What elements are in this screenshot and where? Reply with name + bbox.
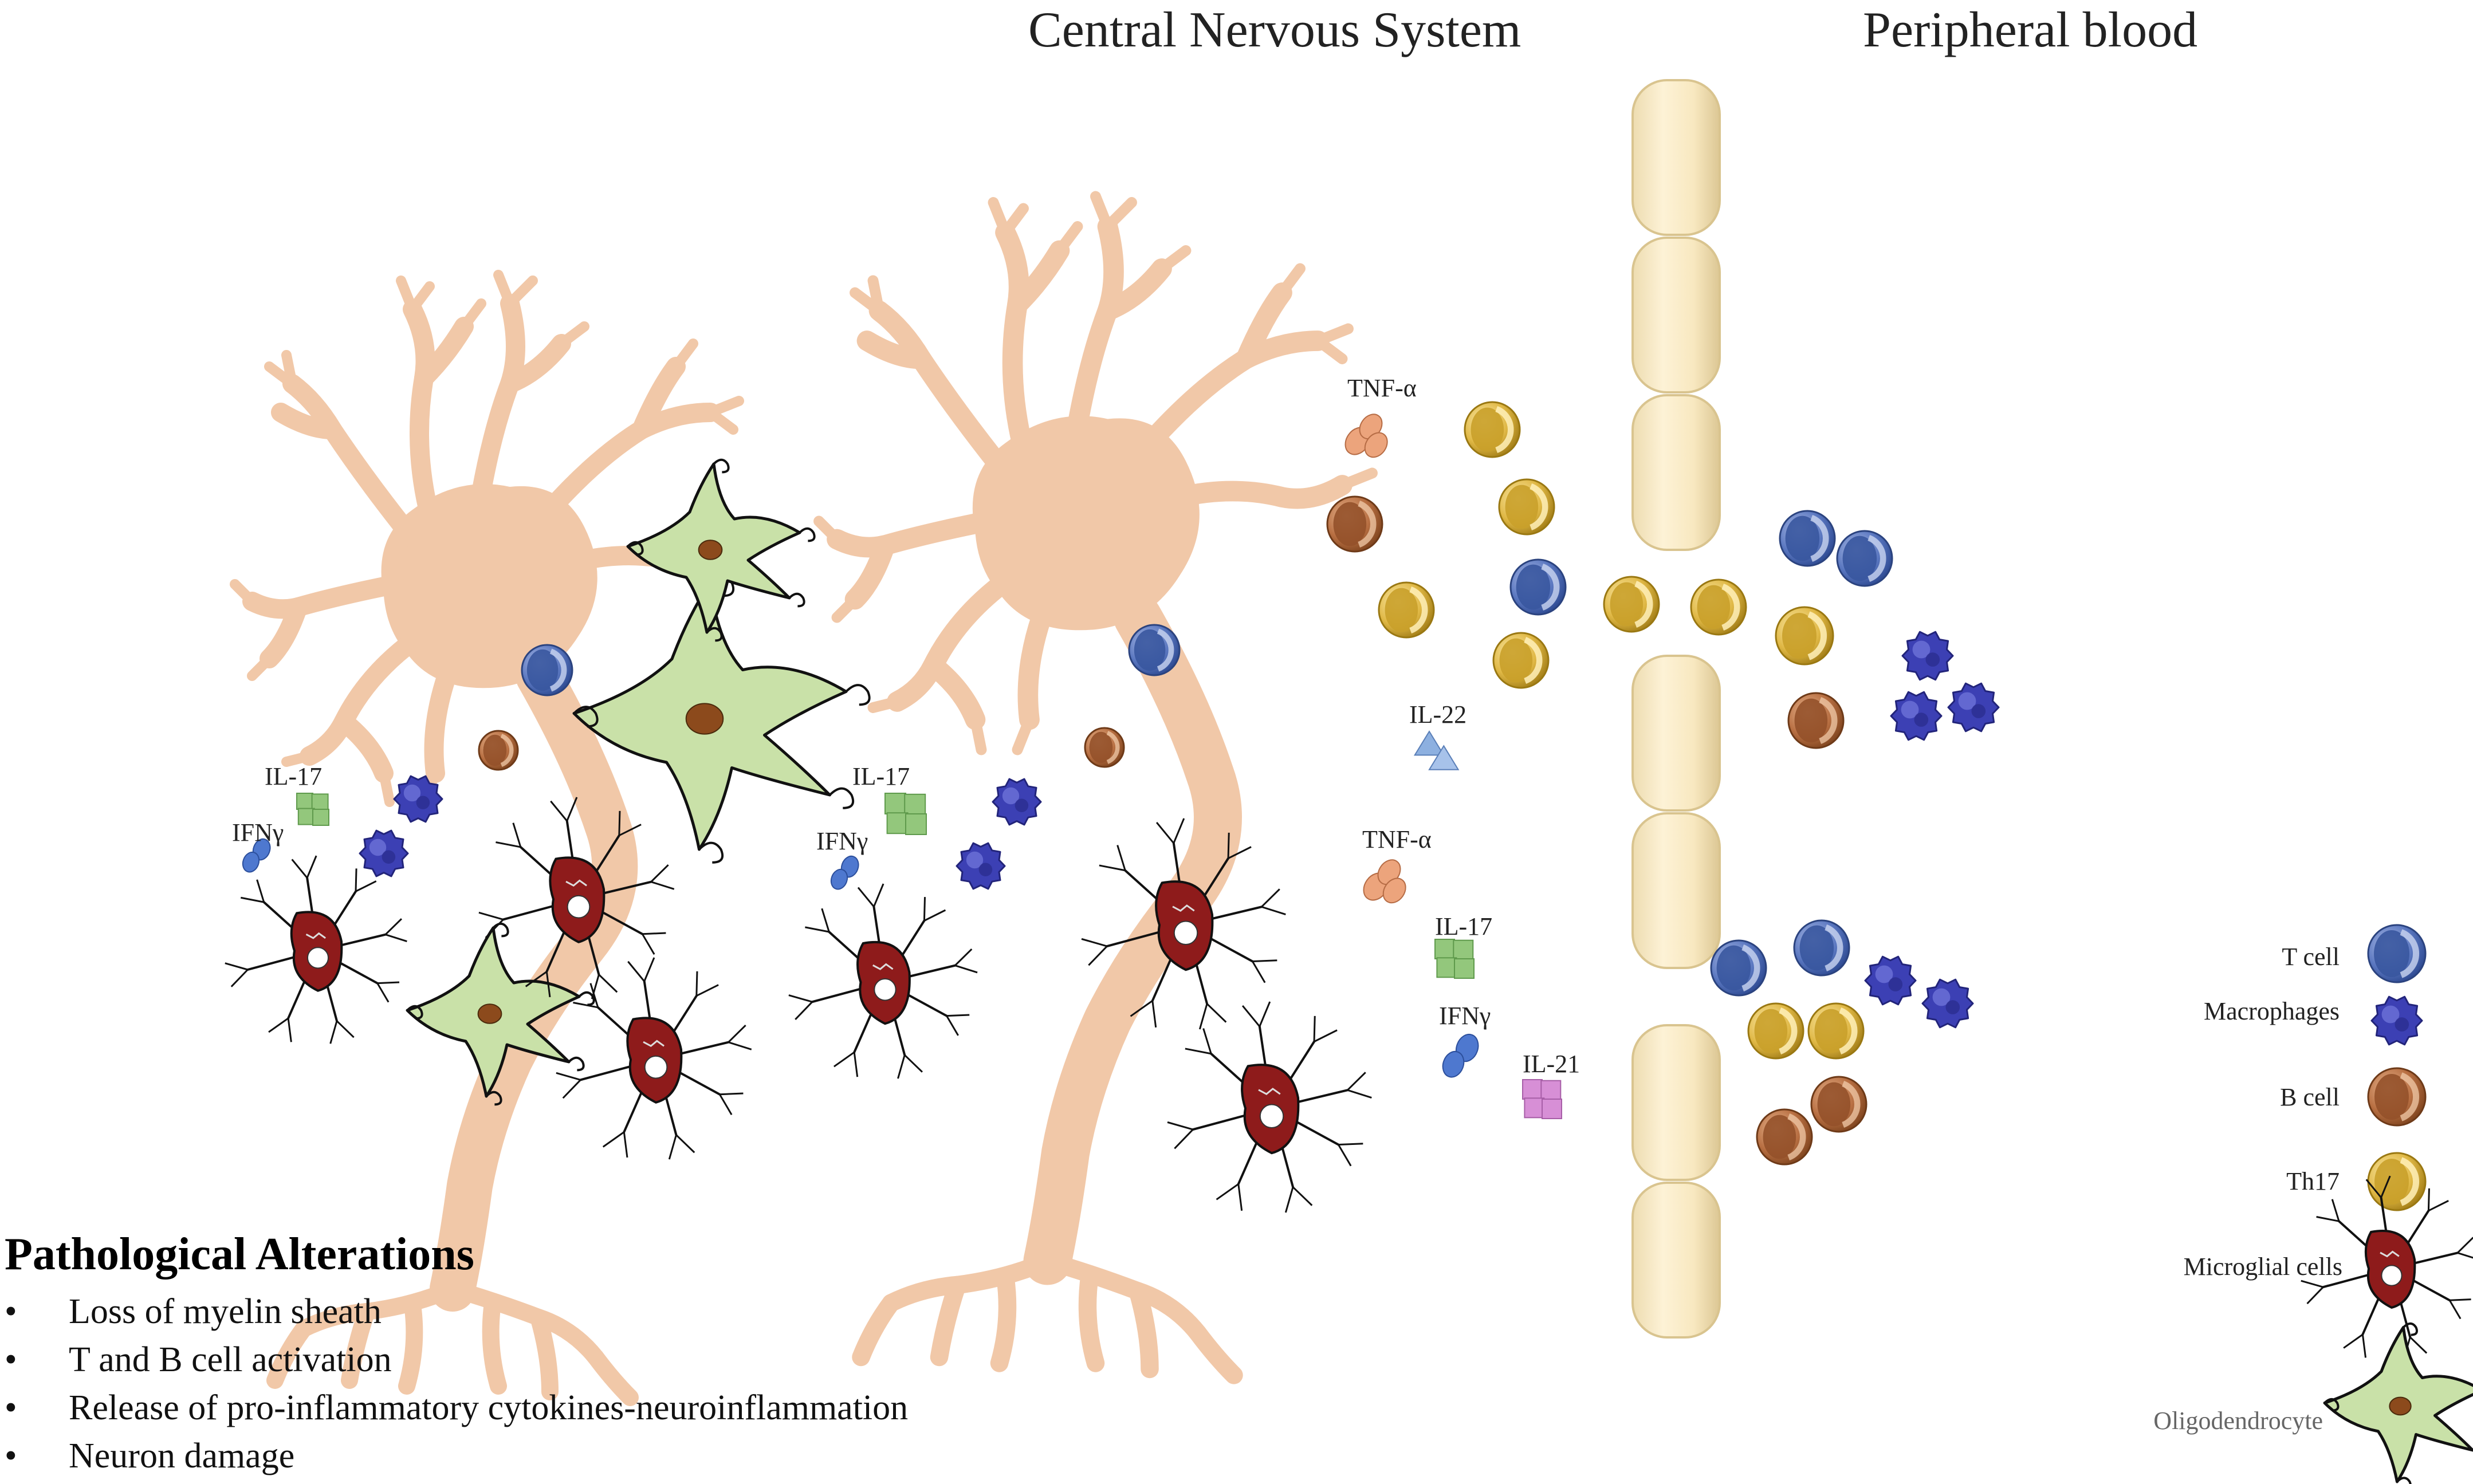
b-cell-icon xyxy=(1810,1076,1867,1133)
th17-cell-icon xyxy=(1775,606,1834,666)
endothelial-cell xyxy=(1631,1182,1721,1339)
microglial-cell-mid-3 xyxy=(1167,1001,1372,1213)
th17-cell-icon xyxy=(1603,576,1660,633)
il21-icon xyxy=(1522,1079,1562,1119)
th17-cell-icon xyxy=(1807,1002,1865,1060)
oligodendrocyte-large xyxy=(572,575,871,864)
t-cell-icon xyxy=(1793,919,1850,977)
macrophage-icon xyxy=(359,829,409,877)
macrophage-icon xyxy=(1864,955,1917,1006)
endothelial-cell xyxy=(1631,79,1721,236)
macrophage-icon xyxy=(1901,631,1954,681)
endothelial-cell xyxy=(1631,1024,1721,1181)
th17-cell-icon xyxy=(1492,632,1550,689)
ifng-icon-left xyxy=(242,838,271,873)
macrophage-icon xyxy=(992,778,1042,826)
macrophage-icon xyxy=(1921,978,1974,1029)
endothelial-cell xyxy=(1631,394,1721,551)
microglial-cell-left-1 xyxy=(225,855,407,1044)
legend-b-cell-icon xyxy=(2367,1067,2427,1127)
t-cell-icon xyxy=(521,644,573,696)
endothelial-cell xyxy=(1631,655,1721,812)
ifng-icon-right xyxy=(1442,1033,1479,1078)
microglial-cell-mid-2 xyxy=(1081,818,1286,1030)
microglial-cell-mid-1 xyxy=(788,883,978,1079)
b-cell-icon xyxy=(1756,1108,1813,1166)
microglial-cell-left-3 xyxy=(556,957,752,1160)
il17-icon-mid xyxy=(884,793,927,835)
neurons-layer xyxy=(230,191,1378,1406)
legend-t-cell-icon xyxy=(2367,924,2427,983)
blood-brain-barrier xyxy=(1631,79,1721,1339)
t-cell-icon xyxy=(1836,530,1893,587)
macrophage-icon xyxy=(1890,691,1943,741)
t-cell-icon xyxy=(1128,624,1181,676)
macrophage-icon xyxy=(1947,682,2000,733)
macrophage-icon xyxy=(393,775,443,823)
cells-layer xyxy=(225,401,2473,1484)
oligodendrocyte-top xyxy=(626,458,816,642)
neuron-left xyxy=(230,270,767,1406)
legend-microglial-icon xyxy=(2301,1175,2473,1360)
t-cell-icon xyxy=(1779,510,1836,567)
th17-cell-icon xyxy=(1747,1002,1804,1060)
il17-icon-right xyxy=(1434,939,1475,979)
ifng-icon-mid xyxy=(830,855,859,890)
oligodendrocyte-bottom xyxy=(406,922,595,1106)
b-cell-icon xyxy=(478,730,519,771)
il22-icon xyxy=(1413,730,1460,770)
th17-cell-icon xyxy=(1378,581,1435,639)
legend-oligodendrocyte-icon xyxy=(2323,1322,2473,1484)
t-cell-icon xyxy=(1710,939,1767,997)
th17-cell-icon xyxy=(1690,578,1747,636)
b-cell-icon xyxy=(1787,692,1845,749)
macrophage-icon xyxy=(956,842,1006,890)
legend-macrophage-icon xyxy=(2370,995,2423,1046)
microglial-cell-left-2 xyxy=(478,797,675,999)
t-cell-icon xyxy=(1509,558,1567,616)
th17-cell-icon xyxy=(1498,478,1555,536)
tnf-alpha-icon-1 xyxy=(1344,414,1388,458)
b-cell-icon xyxy=(1326,495,1383,553)
tnf-alpha-icon-2 xyxy=(1363,859,1406,904)
b-cell-icon xyxy=(1084,727,1125,768)
endothelial-cell xyxy=(1631,812,1721,969)
th17-cell-icon xyxy=(1464,401,1521,458)
neuron-right xyxy=(813,191,1378,1384)
endothelial-cell xyxy=(1631,237,1721,393)
legend-th17-icon xyxy=(2367,1152,2427,1211)
il17-icon-left xyxy=(296,793,329,826)
